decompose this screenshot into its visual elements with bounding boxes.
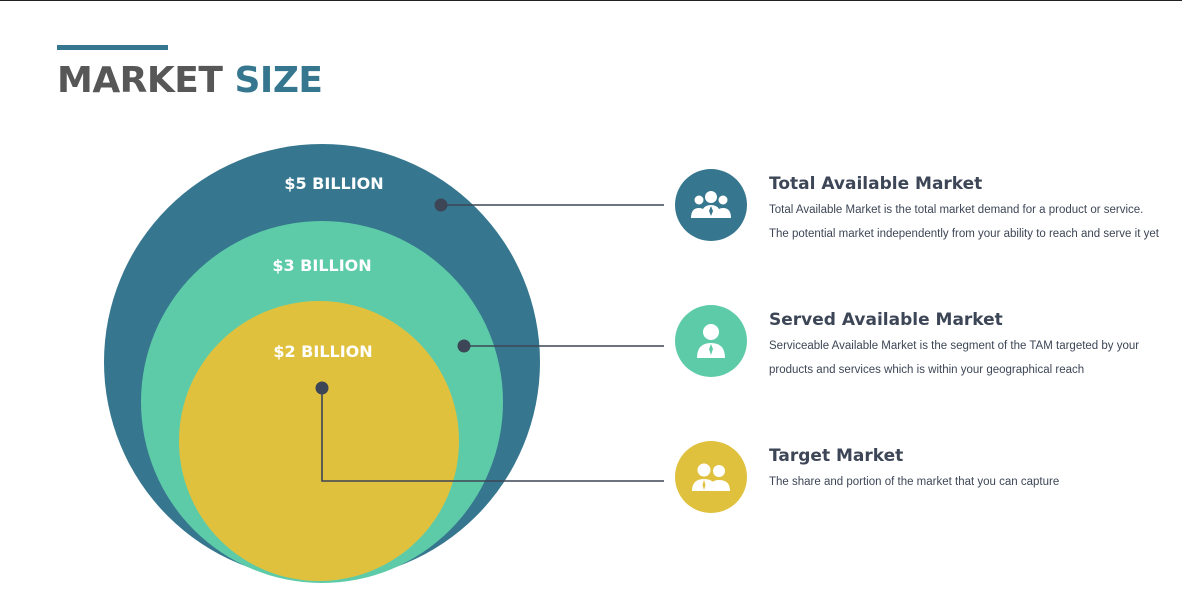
title-word-size: SIZE [234,60,324,101]
sam-description: Serviceable Available Market is the segm… [769,340,1140,376]
tam-title: Total Available Market [769,174,983,194]
title-word-market: MARKET [57,60,223,101]
sam-connector-dot [457,339,471,353]
tam-value-label: $5 BILLION [284,174,383,193]
top-border [0,0,1182,1]
som-connector-dot [315,381,329,395]
som-icon-badge [675,441,747,513]
tam-icon-badge [675,169,747,241]
group-icon [691,191,731,218]
som-description: The share and portion of the market that… [769,476,1060,488]
sam-value-label: $3 BILLION [272,256,371,275]
sam-title: Served Available Market [769,310,1003,330]
sam-icon-badge [675,305,747,377]
som-value-label: $2 BILLION [273,342,372,361]
tam-description: Total Available Market is the total mark… [769,204,1159,240]
tam-connector-dot [434,198,448,212]
som-title: Target Market [769,446,904,466]
page-title: MARKET SIZE [57,58,323,104]
som-connector-line [321,388,664,482]
som-circle [179,301,459,581]
title-accent-bar [57,45,168,50]
person-icon [697,324,725,358]
pair-icon [692,463,730,491]
